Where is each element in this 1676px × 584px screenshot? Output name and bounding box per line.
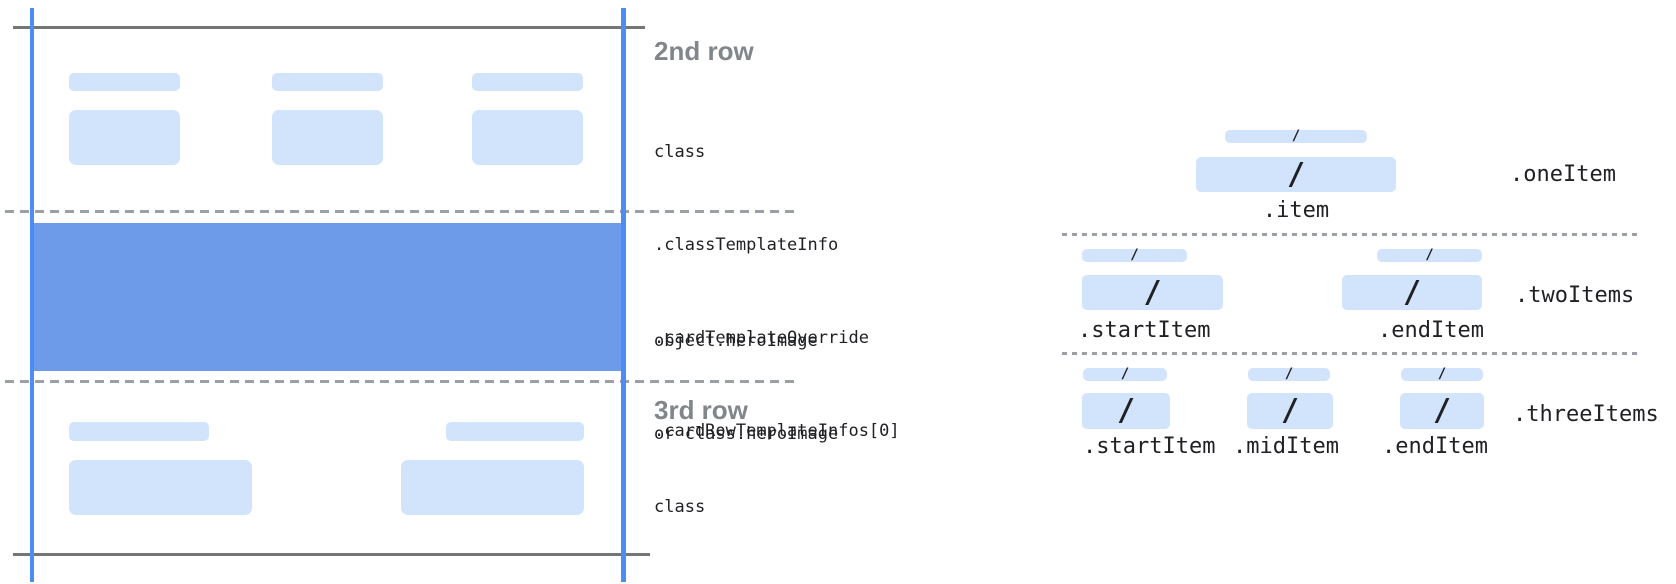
row3-heading: 3rd row xyxy=(654,395,748,425)
slash-glyph: / xyxy=(1143,274,1162,310)
three-items-end-caption: .endItem xyxy=(1382,434,1488,459)
row2-field-value-placeholder xyxy=(69,110,180,165)
code-line: class xyxy=(654,497,706,517)
three-items-end-label-bar: / xyxy=(1401,366,1483,382)
code-line: or class.heroImage xyxy=(654,424,839,444)
card-bottom-boundary-line xyxy=(13,553,650,556)
row2-field-value-placeholder xyxy=(472,110,583,165)
row3-code: class .classTemplateInfo .cardTemplateOv… xyxy=(654,430,900,584)
row3-field-label-placeholder xyxy=(69,422,209,441)
three-items-start-label-bar: / xyxy=(1083,366,1167,382)
two-items-start-value-bar: / xyxy=(1082,275,1223,310)
three-items-mid-value-bar: / xyxy=(1247,393,1333,429)
row2-field-label-placeholder xyxy=(472,73,583,91)
slash-glyph: / xyxy=(1116,393,1136,428)
three-items-mid-label-bar: / xyxy=(1248,366,1330,382)
slash-glyph: / xyxy=(1437,366,1447,382)
two-items-start-caption: .startItem xyxy=(1078,318,1211,343)
code-line: object.heroImage xyxy=(654,331,818,351)
card-right-guide-line xyxy=(621,8,626,582)
row2-field-value-placeholder xyxy=(272,110,383,165)
code-line: .cardRowTemplateInfos[0] xyxy=(654,421,900,441)
two-items-start-label-bar: / xyxy=(1082,247,1187,263)
three-items-start-value-bar: / xyxy=(1082,393,1170,429)
hero-image-band xyxy=(30,223,622,371)
slash-glyph: / xyxy=(1120,366,1130,382)
one-item-caption: .item xyxy=(1262,198,1330,223)
three-items-end-value-bar: / xyxy=(1400,393,1484,429)
one-item-group-label: .oneItem xyxy=(1510,162,1616,187)
slash-glyph: / xyxy=(1291,128,1301,144)
three-items-start-caption: .startItem xyxy=(1083,434,1216,459)
one-item-label-bar: / xyxy=(1225,128,1367,144)
two-items-end-caption: .endItem xyxy=(1378,318,1484,343)
three-items-group-label: .threeItems xyxy=(1513,402,1659,427)
code-line: .cardTemplateOverride xyxy=(654,328,869,348)
three-items-mid-caption: .midItem xyxy=(1233,434,1339,459)
slash-glyph: / xyxy=(1425,247,1434,263)
row2-heading: 2nd row xyxy=(654,36,754,66)
card-left-guide-line xyxy=(30,8,34,582)
card-top-boundary-line xyxy=(13,26,645,29)
row3-field-value-placeholder xyxy=(69,460,252,515)
row-divider-dashed-bottom xyxy=(5,380,800,383)
hero-code: object.heroImage or class.heroImage xyxy=(654,264,838,512)
slash-glyph: / xyxy=(1402,274,1422,310)
row2-field-label-placeholder xyxy=(69,73,180,91)
slash-glyph: / xyxy=(1280,393,1300,428)
layout-divider-dashed xyxy=(1062,352,1638,355)
row3-field-value-placeholder xyxy=(401,460,584,515)
row2-code: class .classTemplateInfo .cardTemplateOv… xyxy=(654,75,900,509)
two-items-end-value-bar: / xyxy=(1342,275,1482,310)
one-item-value-bar: / xyxy=(1196,157,1396,192)
slash-glyph: / xyxy=(1432,393,1452,428)
code-line: class xyxy=(654,142,706,162)
row3-field-label-placeholder xyxy=(446,422,584,441)
two-items-end-label-bar: / xyxy=(1377,247,1482,263)
slash-glyph: / xyxy=(1284,366,1294,382)
row-divider-dashed-top xyxy=(5,210,800,213)
two-items-group-label: .twoItems xyxy=(1515,283,1635,308)
slash-glyph: / xyxy=(1286,156,1306,192)
row2-field-label-placeholder xyxy=(272,73,383,91)
slash-glyph: / xyxy=(1130,247,1139,263)
layout-divider-dashed xyxy=(1062,233,1638,236)
code-line: .classTemplateInfo xyxy=(654,235,839,255)
